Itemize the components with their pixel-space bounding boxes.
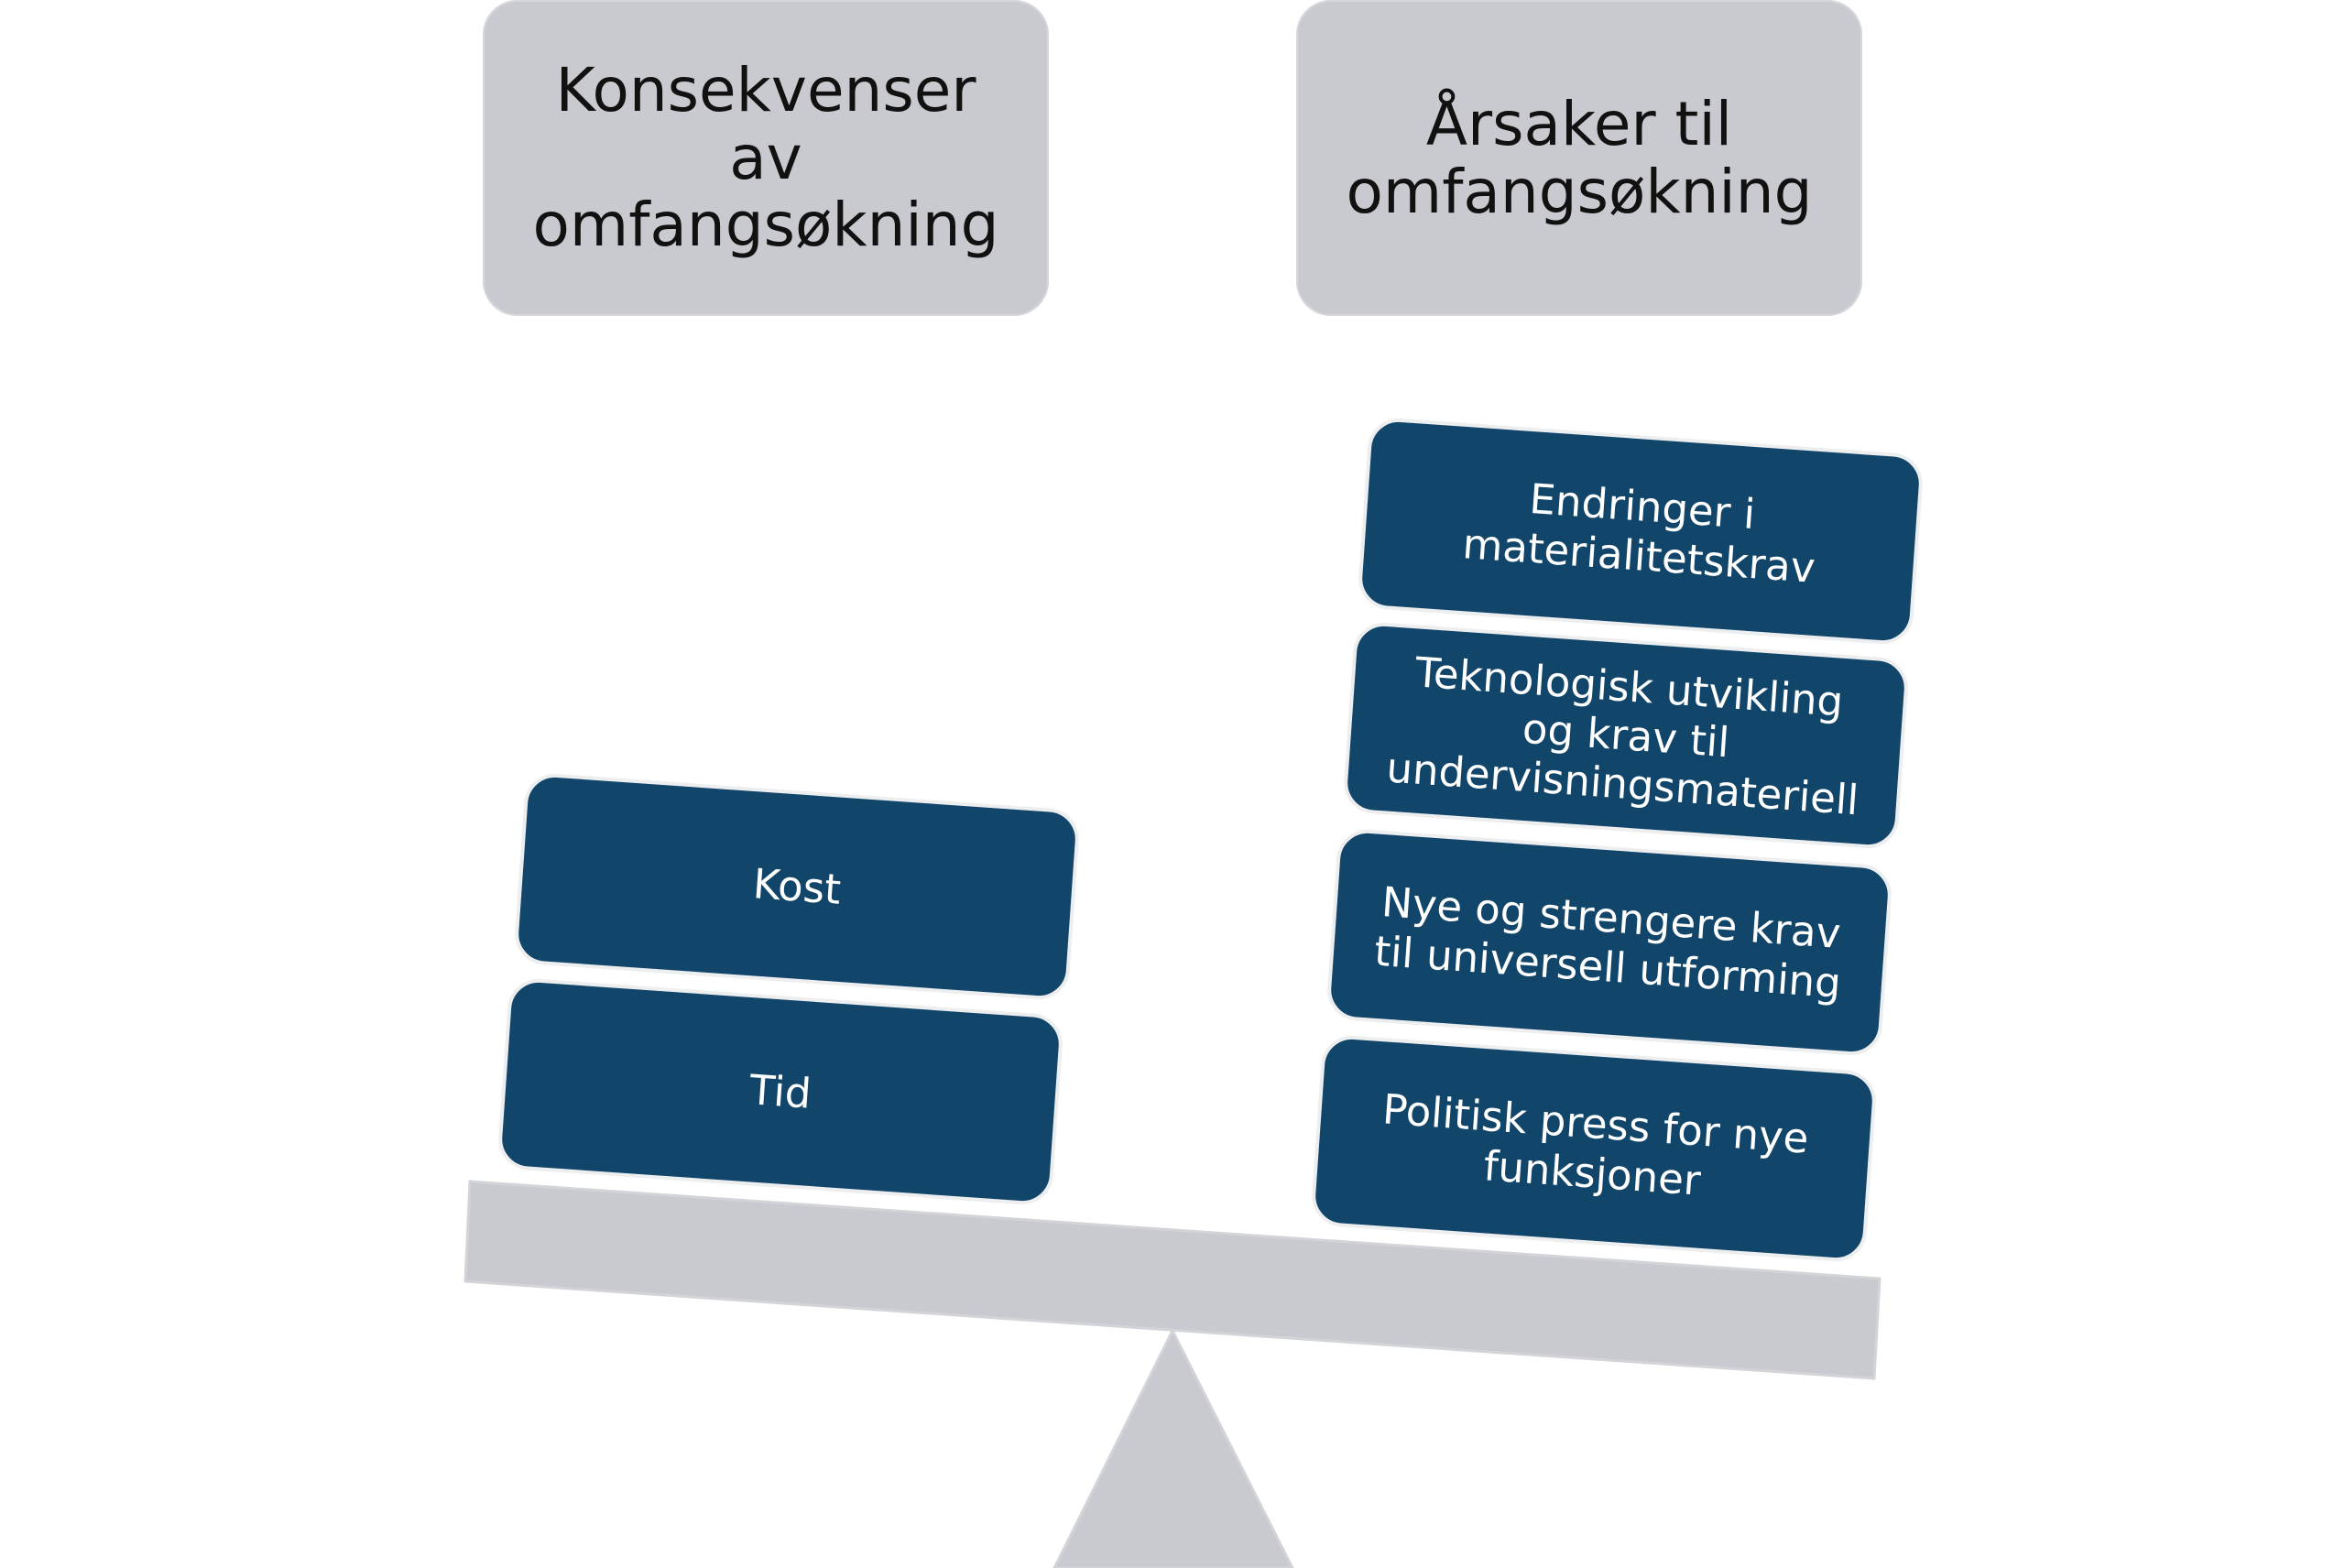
cause-block-materiality: Endringer i materialitetskrav — [1356, 416, 1925, 647]
block-label: Endringer i materialitetskrav — [1461, 474, 1817, 593]
cause-block-universal-design: Nye og strengere krav til universell utf… — [1325, 827, 1894, 1058]
cause-block-political-pressure: Politisk press for nye funksjoner — [1309, 1033, 1879, 1264]
block-label: Politisk press for nye funksjoner — [1380, 1084, 1811, 1205]
scale-beam — [464, 1180, 1881, 1380]
causes-header-text: Årsaker til omfangsøkning — [1346, 88, 1813, 227]
block-label: Tid — [747, 1065, 813, 1118]
cause-block-technology: Teknologisk utvikling og krav til underv… — [1341, 620, 1911, 851]
block-label: Teknologisk utvikling og krav til underv… — [1384, 648, 1860, 825]
consequences-header-text: Konsekvenser av omfangsøkning — [532, 54, 999, 261]
block-label: Nye og strengere krav til universell utf… — [1372, 877, 1843, 1007]
block-label: Kost — [751, 859, 843, 914]
causes-header: Årsaker til omfangsøkning — [1296, 0, 1862, 316]
scale-fulcrum — [1053, 1327, 1294, 1568]
consequence-block-cost: Kost — [512, 771, 1082, 1002]
consequences-header: Konsekvenser av omfangsøkning — [483, 0, 1049, 316]
consequence-block-time: Tid — [496, 976, 1065, 1207]
